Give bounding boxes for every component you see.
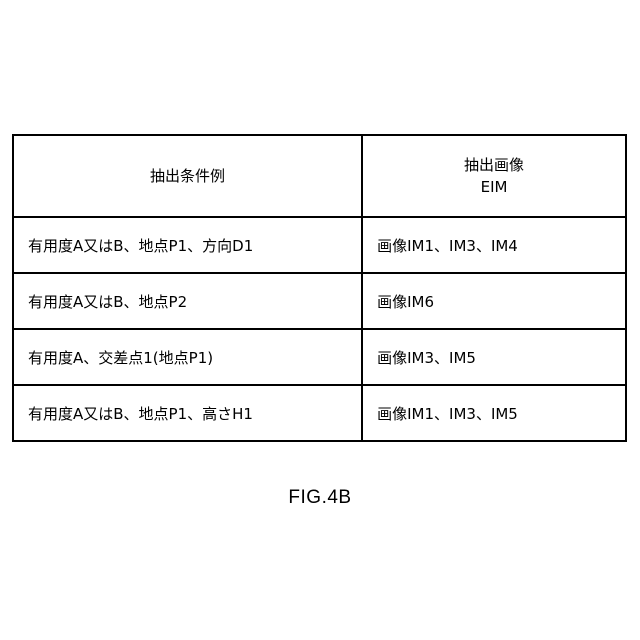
condition-cell: 有用度A、交差点1(地点P1) [13,329,362,385]
header-extracted-image: 抽出画像 EIM [362,135,626,217]
condition-cell: 有用度A又はB、地点P2 [13,273,362,329]
condition-cell: 有用度A又はB、地点P1、高さH1 [13,385,362,441]
images-cell: 画像IM1、IM3、IM4 [362,217,626,273]
table-header-row: 抽出条件例 抽出画像 EIM [13,135,626,217]
header-extraction-condition: 抽出条件例 [13,135,362,217]
figure-caption: FIG.4B [0,487,640,509]
header-image-label: 抽出画像 [363,154,625,176]
condition-cell: 有用度A又はB、地点P1、方向D1 [13,217,362,273]
table-row: 有用度A又はB、地点P1、方向D1 画像IM1、IM3、IM4 [13,217,626,273]
images-cell: 画像IM1、IM3、IM5 [362,385,626,441]
images-cell: 画像IM6 [362,273,626,329]
header-image-code: EIM [363,176,625,198]
table-row: 有用度A又はB、地点P1、高さH1 画像IM1、IM3、IM5 [13,385,626,441]
table-row: 有用度A又はB、地点P2 画像IM6 [13,273,626,329]
header-condition-label: 抽出条件例 [150,167,225,185]
table-row: 有用度A、交差点1(地点P1) 画像IM3、IM5 [13,329,626,385]
images-cell: 画像IM3、IM5 [362,329,626,385]
extraction-condition-table: 抽出条件例 抽出画像 EIM 有用度A又はB、地点P1、方向D1 画像IM1、I… [12,134,627,442]
